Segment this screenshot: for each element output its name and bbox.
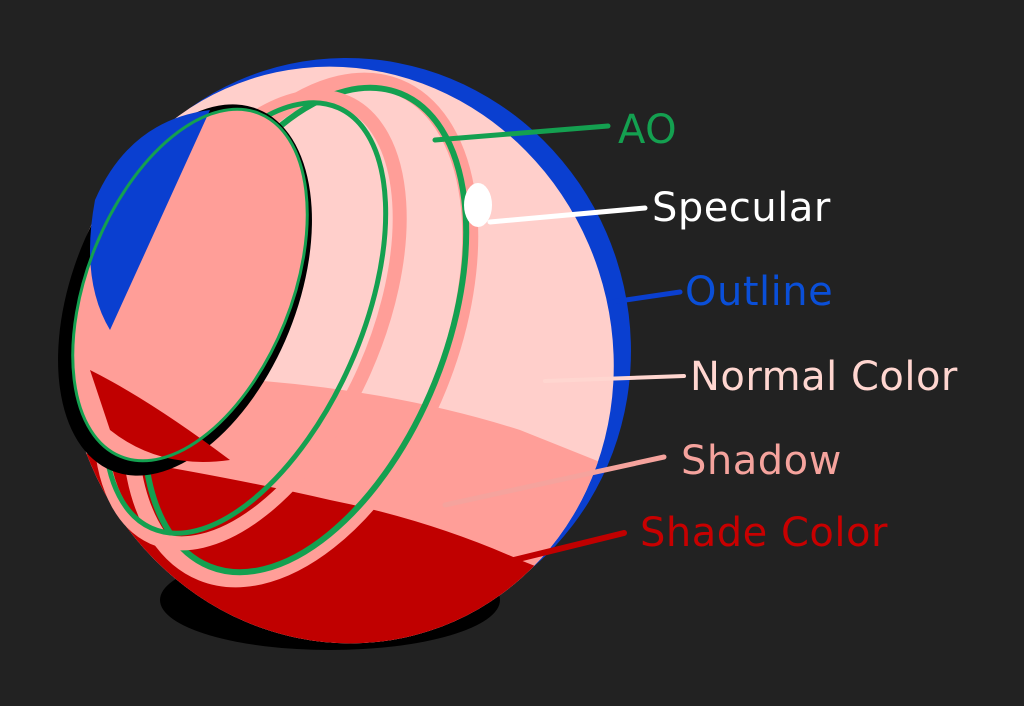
leader-normal (543, 374, 686, 383)
leader-shadow (442, 454, 667, 508)
ao-ring-inner (71, 107, 309, 463)
label-ao: AO (618, 107, 678, 153)
label-shade-color: Shade Color (640, 510, 888, 556)
leader-ao (432, 123, 611, 143)
leader-lines (389, 123, 686, 593)
leader-specular (487, 205, 648, 225)
specular-highlight (464, 183, 492, 227)
label-normal-color: Normal Color (690, 354, 958, 400)
inner-face-shade (90, 370, 230, 462)
inner-face-blue (90, 110, 210, 330)
leader-outline (609, 289, 683, 305)
label-shadow: Shadow (681, 438, 842, 484)
leader-shade (389, 530, 627, 593)
label-specular: Specular (652, 185, 831, 231)
label-outline: Outline (685, 269, 834, 315)
